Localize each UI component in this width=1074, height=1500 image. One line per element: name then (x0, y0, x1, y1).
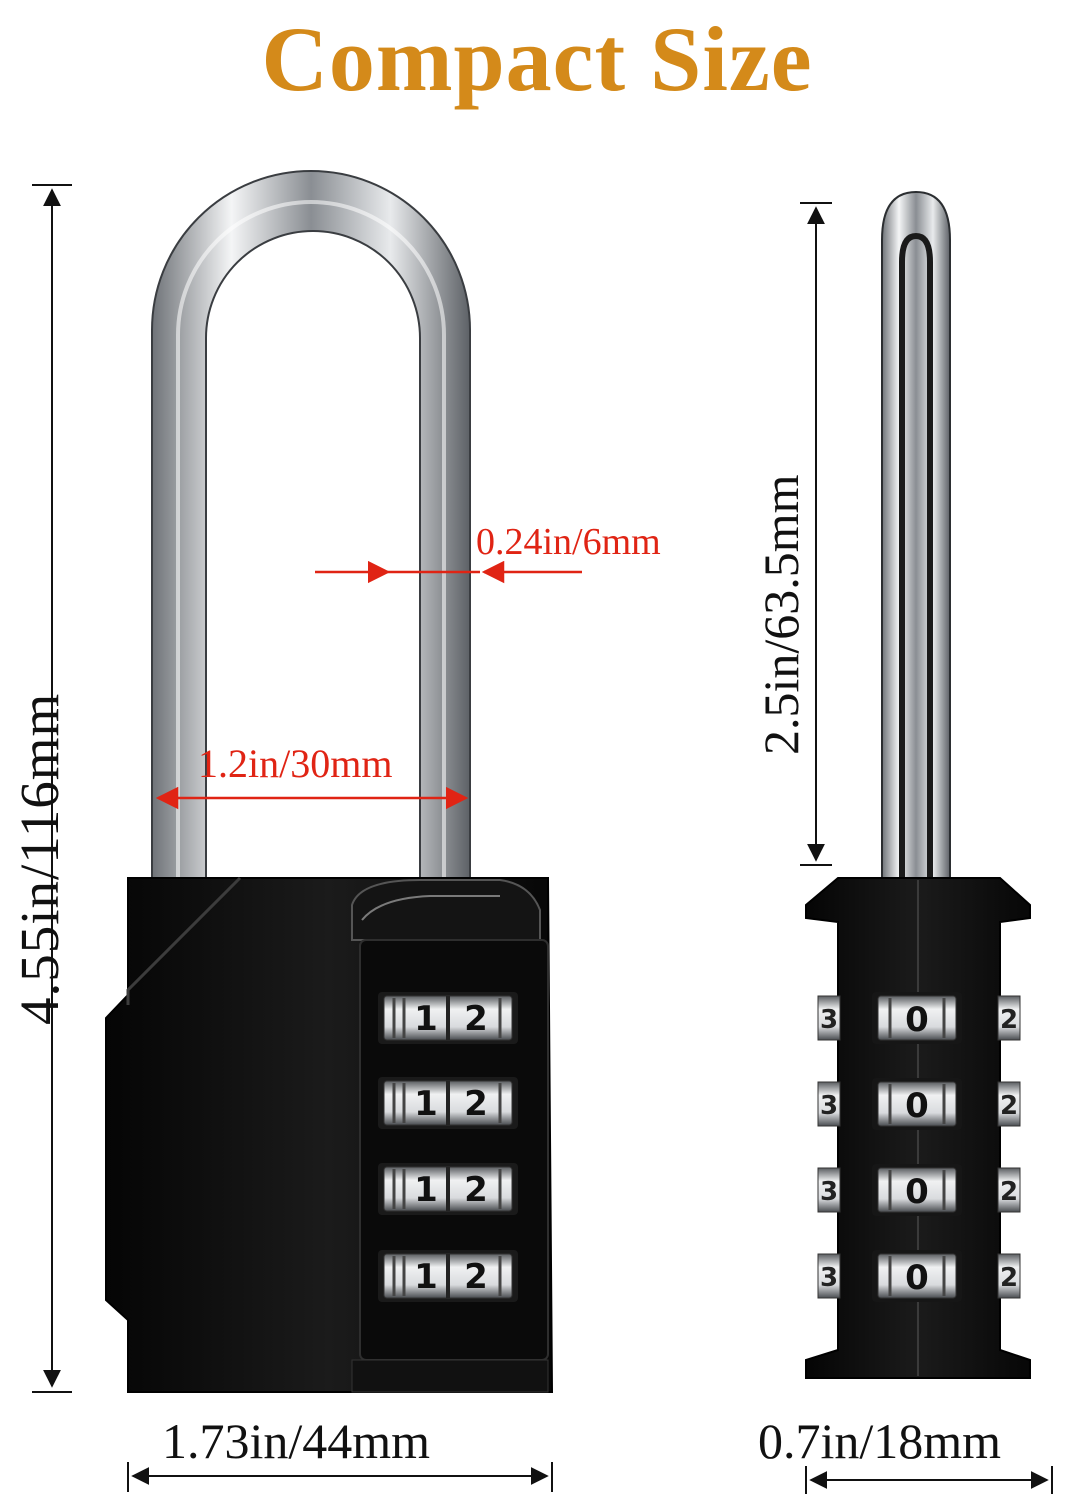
side-dial: 3 2 0 (817, 992, 1021, 1044)
dial-digit: 2 (464, 1084, 488, 1124)
dial-digit: 3 (820, 1091, 838, 1121)
side-dial: 3 2 0 (817, 1164, 1021, 1216)
dial-digit: 1 (414, 1257, 438, 1297)
dial-digit: 2 (1000, 1263, 1018, 1293)
dial-digit: 2 (1000, 1005, 1018, 1035)
dimension-total-height (32, 184, 72, 1393)
dial-digit: 3 (820, 1177, 838, 1207)
dial-digit: 1 (414, 1084, 438, 1124)
label-shackle-thickness: 0.24in/6mm (476, 521, 661, 563)
dial-digit: 1 (414, 1170, 438, 1210)
side-shackle (881, 190, 951, 881)
label-total-height: 4.55in/116mm (9, 692, 70, 1025)
dial-digit: 3 (820, 1005, 838, 1035)
dial-digit: 1 (414, 999, 438, 1039)
label-body-width: 1.73in/44mm (162, 1413, 431, 1469)
dial-digit: 0 (905, 1086, 929, 1126)
label-shackle-clearance: 2.5in/63.5mm (753, 474, 809, 755)
dial-digit: 2 (1000, 1091, 1018, 1121)
side-dial: 3 2 0 (817, 1250, 1021, 1302)
dial-digit: 0 (905, 1000, 929, 1040)
dial-digit: 3 (820, 1263, 838, 1293)
dial-digit: 2 (464, 1170, 488, 1210)
dial-digit: 0 (905, 1258, 929, 1298)
page-title: Compact Size (261, 8, 813, 110)
dial-digit: 0 (905, 1172, 929, 1212)
side-dial-column: 3 2 0 3 2 0 3 2 0 3 2 0 (817, 992, 1021, 1302)
side-dial: 3 2 0 (817, 1078, 1021, 1130)
dial-digit: 2 (464, 1257, 488, 1297)
dimension-shackle-clearance (800, 202, 832, 866)
label-body-depth: 0.7in/18mm (758, 1413, 1002, 1469)
dimension-body-depth (805, 1466, 1053, 1494)
dial-digit: 2 (464, 999, 488, 1039)
label-shackle-width: 1.2in/30mm (198, 741, 393, 786)
dial-digit: 2 (1000, 1177, 1018, 1207)
dimension-body-width (127, 1462, 553, 1492)
